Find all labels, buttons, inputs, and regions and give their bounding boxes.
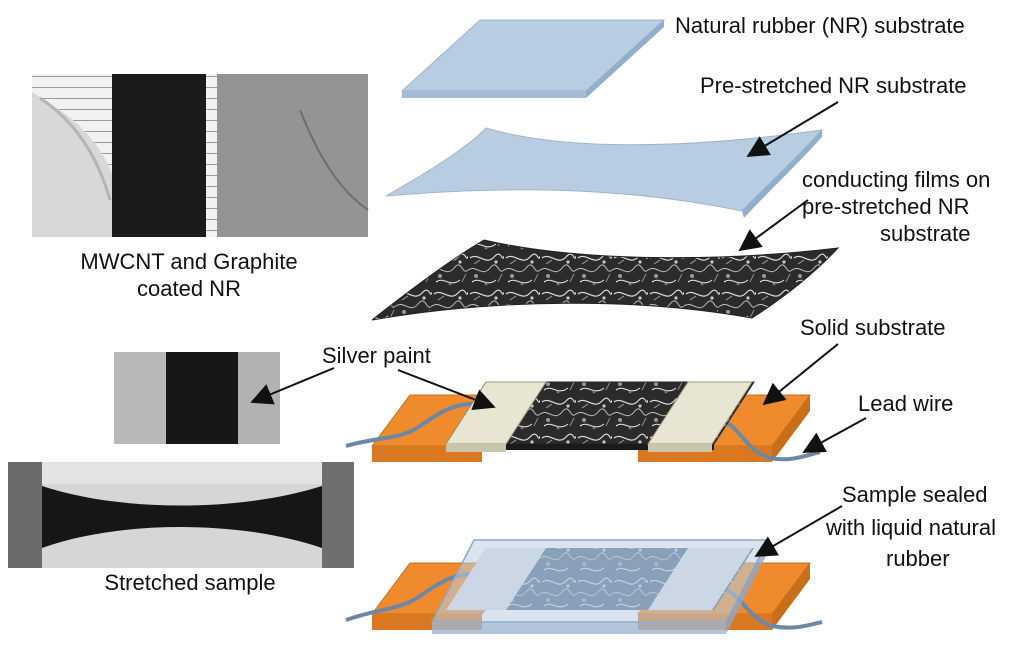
silver-paint-arrow-device <box>397 369 496 411</box>
lead-wire-label: Lead wire <box>858 391 953 416</box>
nr-seal-layer <box>430 539 770 623</box>
nr-substrate-label: Natural rubber (NR) substrate <box>675 13 965 38</box>
lead-wire-arrow <box>802 417 867 453</box>
photo-caption-line1: MWCNT and Graphite <box>80 249 297 274</box>
stretched-sample-photo <box>8 462 354 568</box>
conducting-film-sheet <box>371 239 840 321</box>
solid-substrate-arrow <box>762 343 839 406</box>
sealed-arrow <box>754 505 843 557</box>
conducting-label-line3: substrate <box>880 221 971 246</box>
sealed-sample <box>345 539 823 634</box>
stretched-sample-caption: Stretched sample <box>104 570 275 595</box>
conducting-label-line1: conducting films on <box>802 167 990 192</box>
assembled-sample <box>345 381 821 462</box>
prestretched-arrow <box>746 101 839 157</box>
conducting-label-line2: pre-stretched NR <box>802 194 970 219</box>
sealed-label-line3: rubber <box>886 546 950 571</box>
sealed-label-line2: with liquid natural <box>825 515 996 540</box>
conducting-arrow <box>738 199 809 252</box>
sealed-label-line1: Sample sealed <box>842 482 988 507</box>
silver-paint-label: Silver paint <box>322 343 431 368</box>
lead-wire-right <box>713 418 821 462</box>
lead-wire-left <box>345 401 481 448</box>
solid-substrate-label: Solid substrate <box>800 315 946 340</box>
nr-substrate-plate <box>400 19 666 98</box>
silver-paint-arrow-photo <box>250 367 335 405</box>
prestretched-nr-plate <box>385 127 824 218</box>
coated-nr-photo <box>32 74 369 237</box>
silver-paint-photo <box>114 352 280 444</box>
photo-caption-line2: coated NR <box>137 276 241 301</box>
prestretched-label: Pre-stretched NR substrate <box>700 73 967 98</box>
